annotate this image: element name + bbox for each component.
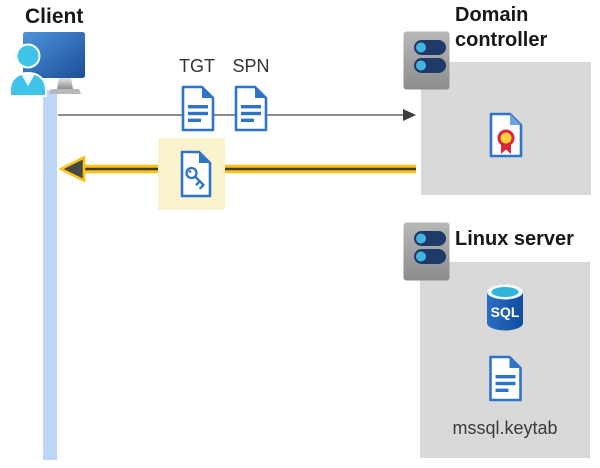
key-document-icon (180, 150, 212, 198)
client-timeline (43, 90, 57, 460)
monitor-icon (23, 32, 85, 94)
tgt-label: TGT (179, 56, 215, 76)
linux-server-icon (403, 222, 450, 281)
spn-document-icon (234, 85, 268, 132)
sql-badge-text: SQL (491, 304, 520, 320)
keytab-filename: mssql.keytab (452, 418, 558, 438)
tgt-document-icon (181, 85, 215, 132)
spn-label: SPN (232, 56, 270, 76)
linux-server-label: Linux server (455, 228, 574, 250)
client-monitor-icon (9, 32, 85, 97)
keytab-document-icon (489, 355, 522, 402)
domain-controller-label: Domain controller (455, 4, 548, 51)
request-arrow (58, 109, 416, 121)
certificate-icon (489, 112, 523, 158)
user-icon (9, 43, 47, 97)
response-arrow (58, 155, 416, 183)
domain-controller-server-icon (403, 31, 450, 90)
sql-database-icon: SQL (487, 284, 523, 331)
client-label: Client (25, 5, 84, 28)
